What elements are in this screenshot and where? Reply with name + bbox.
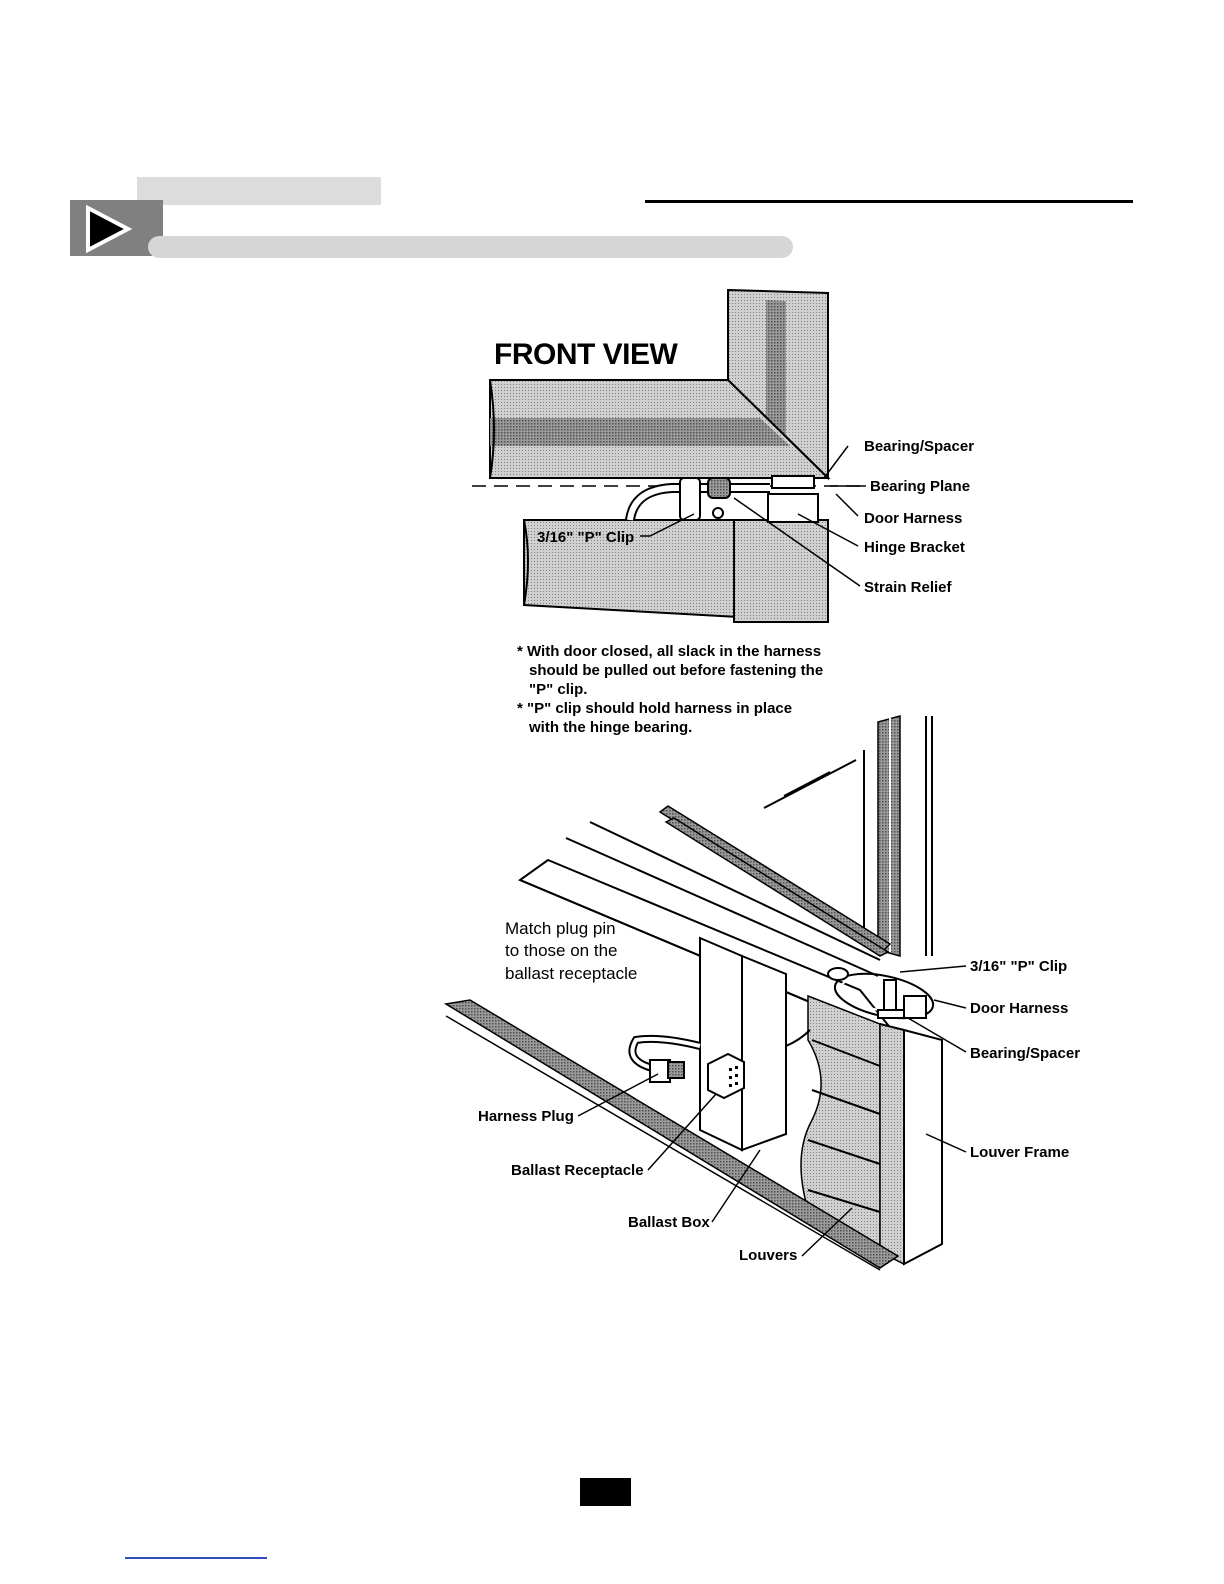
label-door-harness: Door Harness bbox=[864, 510, 962, 527]
front-view-note-line: * "P" clip should hold harness in place bbox=[517, 700, 792, 717]
label-bearing-plane: Bearing Plane bbox=[870, 478, 970, 495]
front-view-title: FRONT VIEW bbox=[494, 338, 679, 371]
section-header-tab bbox=[137, 177, 381, 205]
label-ballast-box: Ballast Box bbox=[628, 1214, 710, 1231]
header-rule bbox=[645, 200, 1133, 203]
footer-link[interactable] bbox=[125, 1557, 267, 1559]
label-p-clip-iso: 3/16" "P" Clip bbox=[970, 958, 1067, 975]
front-view-note-line: should be pulled out before fastening th… bbox=[529, 662, 823, 679]
section-arrow-box bbox=[70, 200, 163, 256]
play-arrow-icon bbox=[86, 204, 133, 254]
front-view-note-line: with the hinge bearing. bbox=[528, 719, 692, 736]
label-hinge-bracket: Hinge Bracket bbox=[864, 539, 965, 556]
section-header-bar bbox=[148, 236, 793, 258]
instruction-line: ballast receptacle bbox=[505, 964, 637, 983]
front-view-note-line: "P" clip. bbox=[529, 681, 587, 698]
front-view-drawing bbox=[472, 288, 866, 624]
front-view-note-line: * With door closed, all slack in the har… bbox=[517, 643, 821, 660]
label-bearing-spacer: Bearing/Spacer bbox=[864, 438, 974, 455]
isometric-view-drawing bbox=[443, 715, 967, 1271]
instruction-line: to those on the bbox=[505, 941, 617, 960]
label-louvers: Louvers bbox=[739, 1247, 797, 1264]
label-door-harness-iso: Door Harness bbox=[970, 1000, 1068, 1017]
label-strain-relief: Strain Relief bbox=[864, 579, 953, 596]
label-bearing-spacer-iso: Bearing/Spacer bbox=[970, 1045, 1080, 1062]
instruction-line: Match plug pin bbox=[505, 919, 616, 938]
label-p-clip: 3/16" "P" Clip bbox=[537, 529, 634, 546]
page-number-box bbox=[580, 1478, 631, 1506]
label-ballast-receptacle: Ballast Receptacle bbox=[511, 1162, 644, 1179]
label-louver-frame: Louver Frame bbox=[970, 1144, 1069, 1161]
label-harness-plug: Harness Plug bbox=[478, 1108, 574, 1125]
